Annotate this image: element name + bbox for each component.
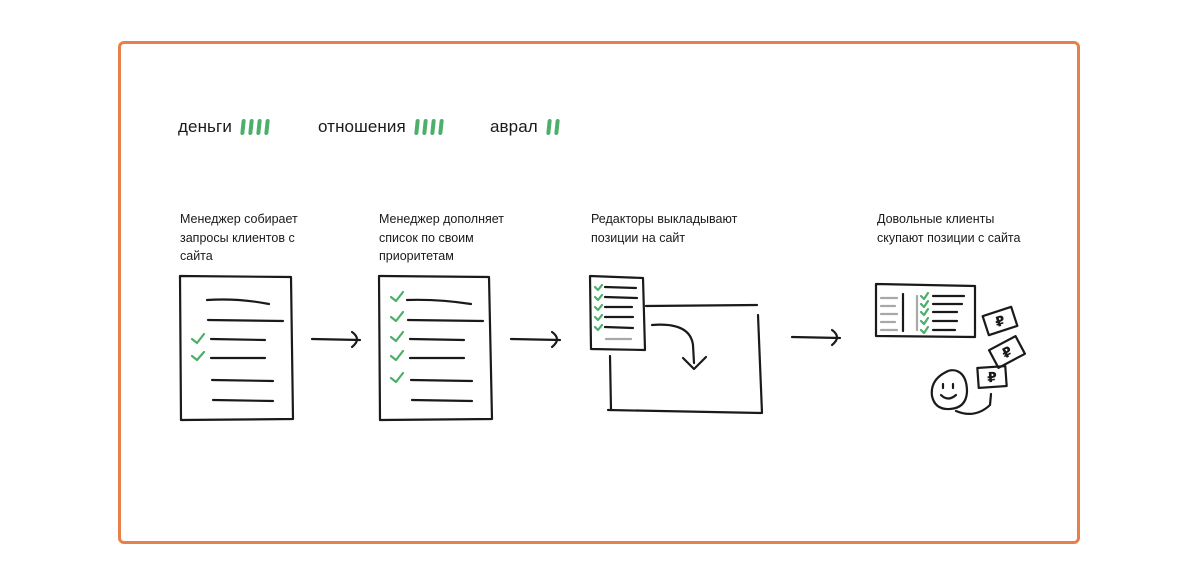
document-icon xyxy=(377,274,494,422)
checkmark-icon xyxy=(389,371,405,384)
checkmark-icon xyxy=(593,293,604,302)
svg-text:₽: ₽ xyxy=(987,370,998,387)
diagram-frame xyxy=(118,41,1080,544)
step-2-caption: Менеджер дополняет список по своим приор… xyxy=(379,212,505,263)
metric-label: отношения xyxy=(318,117,406,136)
checkmark-icon xyxy=(919,316,930,326)
step-3-caption: Редакторы выкладывают позиции на сайт xyxy=(591,212,738,245)
ruble-bill-icon: ₽ xyxy=(976,364,1008,390)
website-panel-icon xyxy=(874,282,977,339)
checkmark-icon xyxy=(389,290,405,303)
ruble-bill-icon: ₽ xyxy=(981,305,1019,337)
metric-relations: отношения xyxy=(318,117,444,137)
metric-label: деньги xyxy=(178,117,232,136)
arrow-right-icon xyxy=(509,330,562,349)
checkmark-icon xyxy=(593,323,604,332)
checkmark-icon xyxy=(190,350,206,362)
step-4-caption: Довольные клиенты скупают позиции с сайт… xyxy=(877,212,1021,245)
checkmark-icon xyxy=(593,283,604,292)
checkmark-icon xyxy=(389,330,405,343)
checkmark-icon xyxy=(190,332,206,345)
step-1-caption: Менеджер собирает запросы клиентов с сай… xyxy=(180,212,298,263)
checkmark-icon xyxy=(593,313,604,322)
checkmark-icon xyxy=(593,303,604,312)
document-icon xyxy=(588,274,647,352)
metric-rush: аврал xyxy=(490,117,560,137)
metric-label: аврал xyxy=(490,117,538,136)
checkmark-icon xyxy=(919,299,930,309)
checkmark-icon xyxy=(389,349,405,362)
checkmark-icon xyxy=(389,310,405,323)
ruble-bill-icon: ₽ xyxy=(987,335,1027,369)
arrow-right-icon xyxy=(790,328,842,347)
checkmark-icon xyxy=(919,291,930,301)
document-icon xyxy=(178,274,295,422)
checkmark-icon xyxy=(919,325,930,335)
smiley-icon xyxy=(930,369,993,416)
arrow-right-icon xyxy=(310,330,362,349)
metric-money: деньги xyxy=(178,117,270,137)
checkmark-icon xyxy=(919,307,930,317)
website-frame-icon xyxy=(606,303,764,415)
svg-text:₽: ₽ xyxy=(993,313,1007,331)
